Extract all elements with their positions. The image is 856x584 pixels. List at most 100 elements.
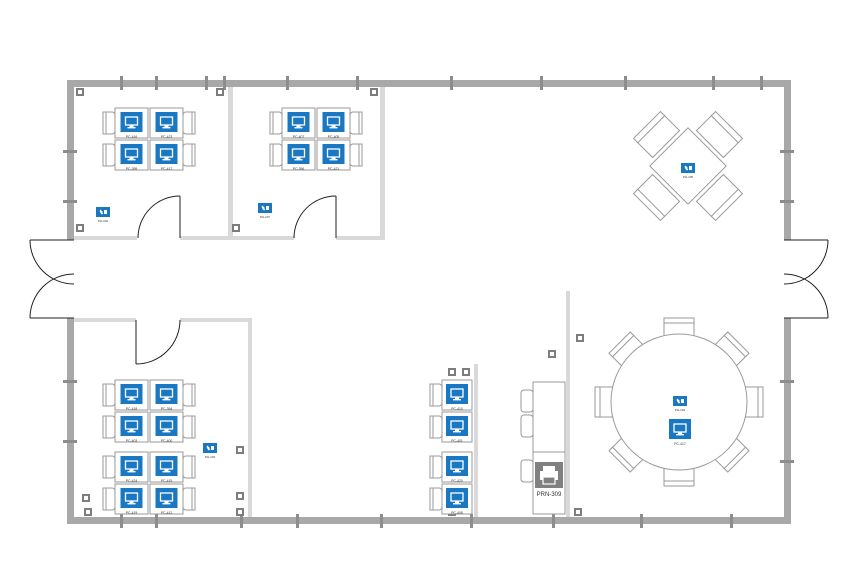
monitor-icon: [291, 148, 306, 161]
computer[interactable]: PC-415: [155, 456, 178, 483]
pc-label: PC-399: [126, 167, 138, 171]
square-table-phone[interactable]: PH-105: [681, 163, 695, 179]
desk: PC-399: [102, 139, 149, 171]
printer-label: PRN-309: [537, 492, 562, 498]
computer[interactable]: PC-396: [287, 144, 310, 171]
printer-icon: [540, 466, 558, 485]
desk: PC-424: [102, 451, 149, 483]
desk: PC-423: [149, 107, 196, 139]
computer[interactable]: PC-394: [155, 384, 178, 411]
monitor-icon: [124, 116, 139, 129]
pc-label: PC-407: [293, 135, 305, 139]
chair: [269, 111, 283, 135]
monitor-icon: [124, 388, 139, 401]
desk: PC-400: [149, 411, 196, 443]
pc-label: PC-416: [126, 135, 138, 139]
chair: [182, 111, 196, 135]
desk: PC-405: [316, 107, 363, 139]
outlet-icon: [548, 350, 556, 358]
outlet-icon: [216, 88, 224, 96]
computer[interactable]: PC-419: [120, 488, 143, 515]
chair: [102, 455, 116, 479]
chair: [711, 434, 750, 473]
desk: PC-407: [269, 107, 316, 139]
outlet-icon: [76, 88, 84, 96]
desk-phone[interactable]: PH-103: [203, 443, 217, 459]
outlet-icon: [448, 368, 456, 376]
desk-phone[interactable]: PH-102: [96, 207, 110, 223]
printer[interactable]: PRN-309: [535, 462, 563, 498]
monitor-icon: [159, 148, 174, 161]
outlet-icon: [84, 508, 92, 516]
computer[interactable]: PC-403: [120, 416, 143, 443]
desk: PC-394: [149, 379, 196, 411]
computer[interactable]: PC-420: [446, 456, 468, 483]
chair: [182, 455, 196, 479]
monitor-icon: [124, 420, 139, 433]
chair: [102, 415, 116, 439]
chair: [711, 331, 750, 370]
desk: PC-412: [149, 483, 196, 515]
chair: [102, 143, 116, 167]
computer[interactable]: PC-421: [322, 144, 345, 171]
computer[interactable]: PC-417: [669, 419, 691, 446]
pc-label: PC-403: [126, 439, 138, 443]
phone-icon: [684, 165, 692, 171]
pc-label: PC-401: [451, 439, 463, 443]
computer[interactable]: PC-418: [120, 384, 143, 411]
desk: PC-401: [429, 411, 473, 443]
chair: [102, 111, 116, 135]
desk: PC-418: [102, 379, 149, 411]
computer[interactable]: PC-400: [155, 416, 178, 443]
computer[interactable]: PC-417: [155, 144, 178, 171]
pc-label: PC-423: [161, 135, 173, 139]
computer[interactable]: PC-401: [446, 416, 468, 443]
pc-label: PC-410: [451, 407, 463, 411]
computer[interactable]: PC-405: [322, 112, 345, 139]
desk-phone[interactable]: PH-105: [681, 163, 695, 179]
phone-label: PH-103: [205, 455, 216, 459]
chair: [632, 173, 681, 222]
inner-walls: [74, 87, 570, 517]
computer[interactable]: PC-424: [120, 456, 143, 483]
pc-label: PC-418: [126, 407, 138, 411]
chair: [429, 455, 443, 479]
desk-phone[interactable]: PH-107: [258, 203, 272, 219]
pc-label: PC-419: [126, 511, 138, 515]
outlet-icon: [236, 446, 244, 454]
chair: [182, 143, 196, 167]
desk: PC-419: [102, 483, 149, 515]
computer[interactable]: PC-412: [155, 488, 178, 515]
outer-walls: [67, 80, 791, 524]
computer[interactable]: PC-407: [287, 112, 310, 139]
pc-label: PC-424: [126, 479, 138, 483]
computer[interactable]: PC-410: [446, 384, 468, 411]
monitor-icon: [326, 116, 341, 129]
monitor-icon: [159, 460, 174, 473]
monitor-icon: [124, 148, 139, 161]
phone-icon: [261, 205, 269, 211]
window-ticks: [63, 76, 794, 528]
computer[interactable]: PC-408: [446, 488, 468, 515]
computer[interactable]: PC-423: [155, 112, 178, 139]
computer[interactable]: PC-399: [120, 144, 143, 171]
desk: PC-417: [149, 139, 196, 171]
pc-label: PC-420: [451, 479, 463, 483]
desk: PC-415: [149, 451, 196, 483]
chair: [102, 487, 116, 511]
pc-label: PC-417: [674, 442, 686, 446]
outlet-icon: [462, 368, 470, 376]
desk-phone[interactable]: PH-104: [673, 396, 687, 412]
outlet-icon: [576, 334, 584, 342]
pc-label: PC-412: [161, 511, 173, 515]
outlet-icon: [76, 224, 84, 232]
monitor-icon: [124, 492, 139, 505]
chair: [349, 111, 363, 135]
pc-label: PC-415: [161, 479, 173, 483]
monitor-icon: [159, 420, 174, 433]
phone-label: PH-104: [675, 408, 686, 412]
